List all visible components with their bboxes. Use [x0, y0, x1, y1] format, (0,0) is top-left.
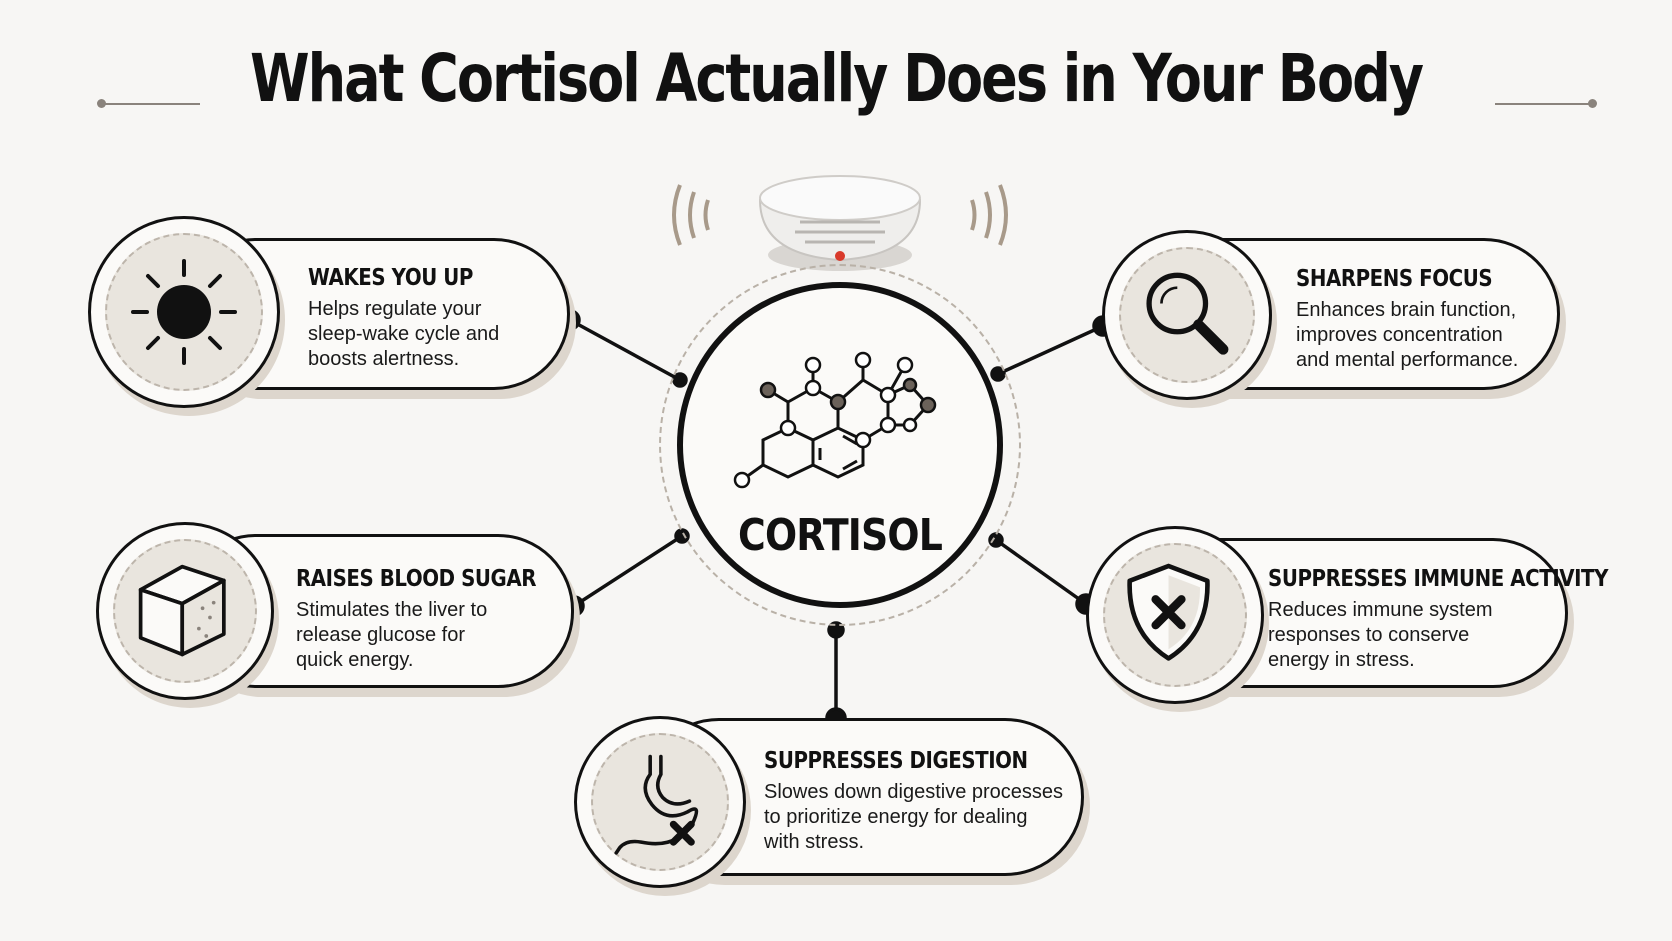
- raises-blood-sugar-text: RAISES BLOOD SUGAR Stimulates the liver …: [296, 566, 575, 673]
- raises-blood-sugar-title: RAISES BLOOD SUGAR: [296, 566, 537, 592]
- suppresses-digestion-title: SUPPRESSES DIGESTION: [764, 748, 1028, 774]
- cortisol-molecule-icon: [733, 351, 937, 489]
- suppresses-immune-text: SUPPRESSES IMMUNE ACTIVITY Reduces immun…: [1268, 566, 1663, 673]
- sharpens-focus-icon-ring: [1102, 230, 1272, 400]
- title-rule-right-dot: [1588, 99, 1597, 108]
- cortisol-label: CORTISOL: [738, 510, 943, 561]
- suppresses-digestion-desc: Slowes down digestive processes to prior…: [764, 781, 1064, 853]
- raises-blood-sugar-icon-ring: [96, 522, 274, 700]
- wakes-you-up-desc: Helps regulate your sleep-wake cycle and…: [308, 298, 500, 370]
- sun-icon: [131, 259, 237, 365]
- title-rule-right: [1495, 103, 1595, 105]
- suppresses-digestion-text: SUPPRESSES DIGESTION Slowes down digesti…: [764, 748, 1071, 855]
- cortisol-center-halo: [659, 264, 1021, 626]
- shield-x-icon: [1127, 563, 1210, 661]
- sharpens-focus-text: SHARPENS FOCUS Enhances brain function, …: [1296, 266, 1524, 373]
- page-title: What Cortisol Actually Does in Your Body: [249, 40, 1424, 117]
- sharpens-focus-title: SHARPENS FOCUS: [1296, 266, 1493, 292]
- magnifier-icon: [1146, 272, 1229, 355]
- raises-blood-sugar-desc: Stimulates the liver to release glucose …: [296, 599, 488, 671]
- wakes-you-up-text: WAKES YOU UP Helps regulate your sleep-w…: [308, 265, 500, 372]
- stomach-x-icon: [614, 754, 699, 855]
- suppresses-immune-icon-ring: [1086, 526, 1264, 704]
- title-rule-left: [100, 103, 200, 105]
- suppresses-digestion-icon-ring: [574, 716, 746, 888]
- wakes-you-up-icon-ring: [88, 216, 280, 408]
- suppresses-immune-title: SUPPRESSES IMMUNE ACTIVITY: [1268, 566, 1609, 592]
- sugar-cube-icon: [138, 564, 226, 657]
- cortisol-center-circle: [677, 282, 1003, 608]
- suppresses-immune-desc: Reduces immune system responses to conse…: [1268, 599, 1493, 671]
- smoke-alarm-icon: [672, 175, 1008, 271]
- sharpens-focus-desc: Enhances brain function, improves concen…: [1296, 299, 1519, 371]
- wakes-you-up-title: WAKES YOU UP: [308, 265, 473, 291]
